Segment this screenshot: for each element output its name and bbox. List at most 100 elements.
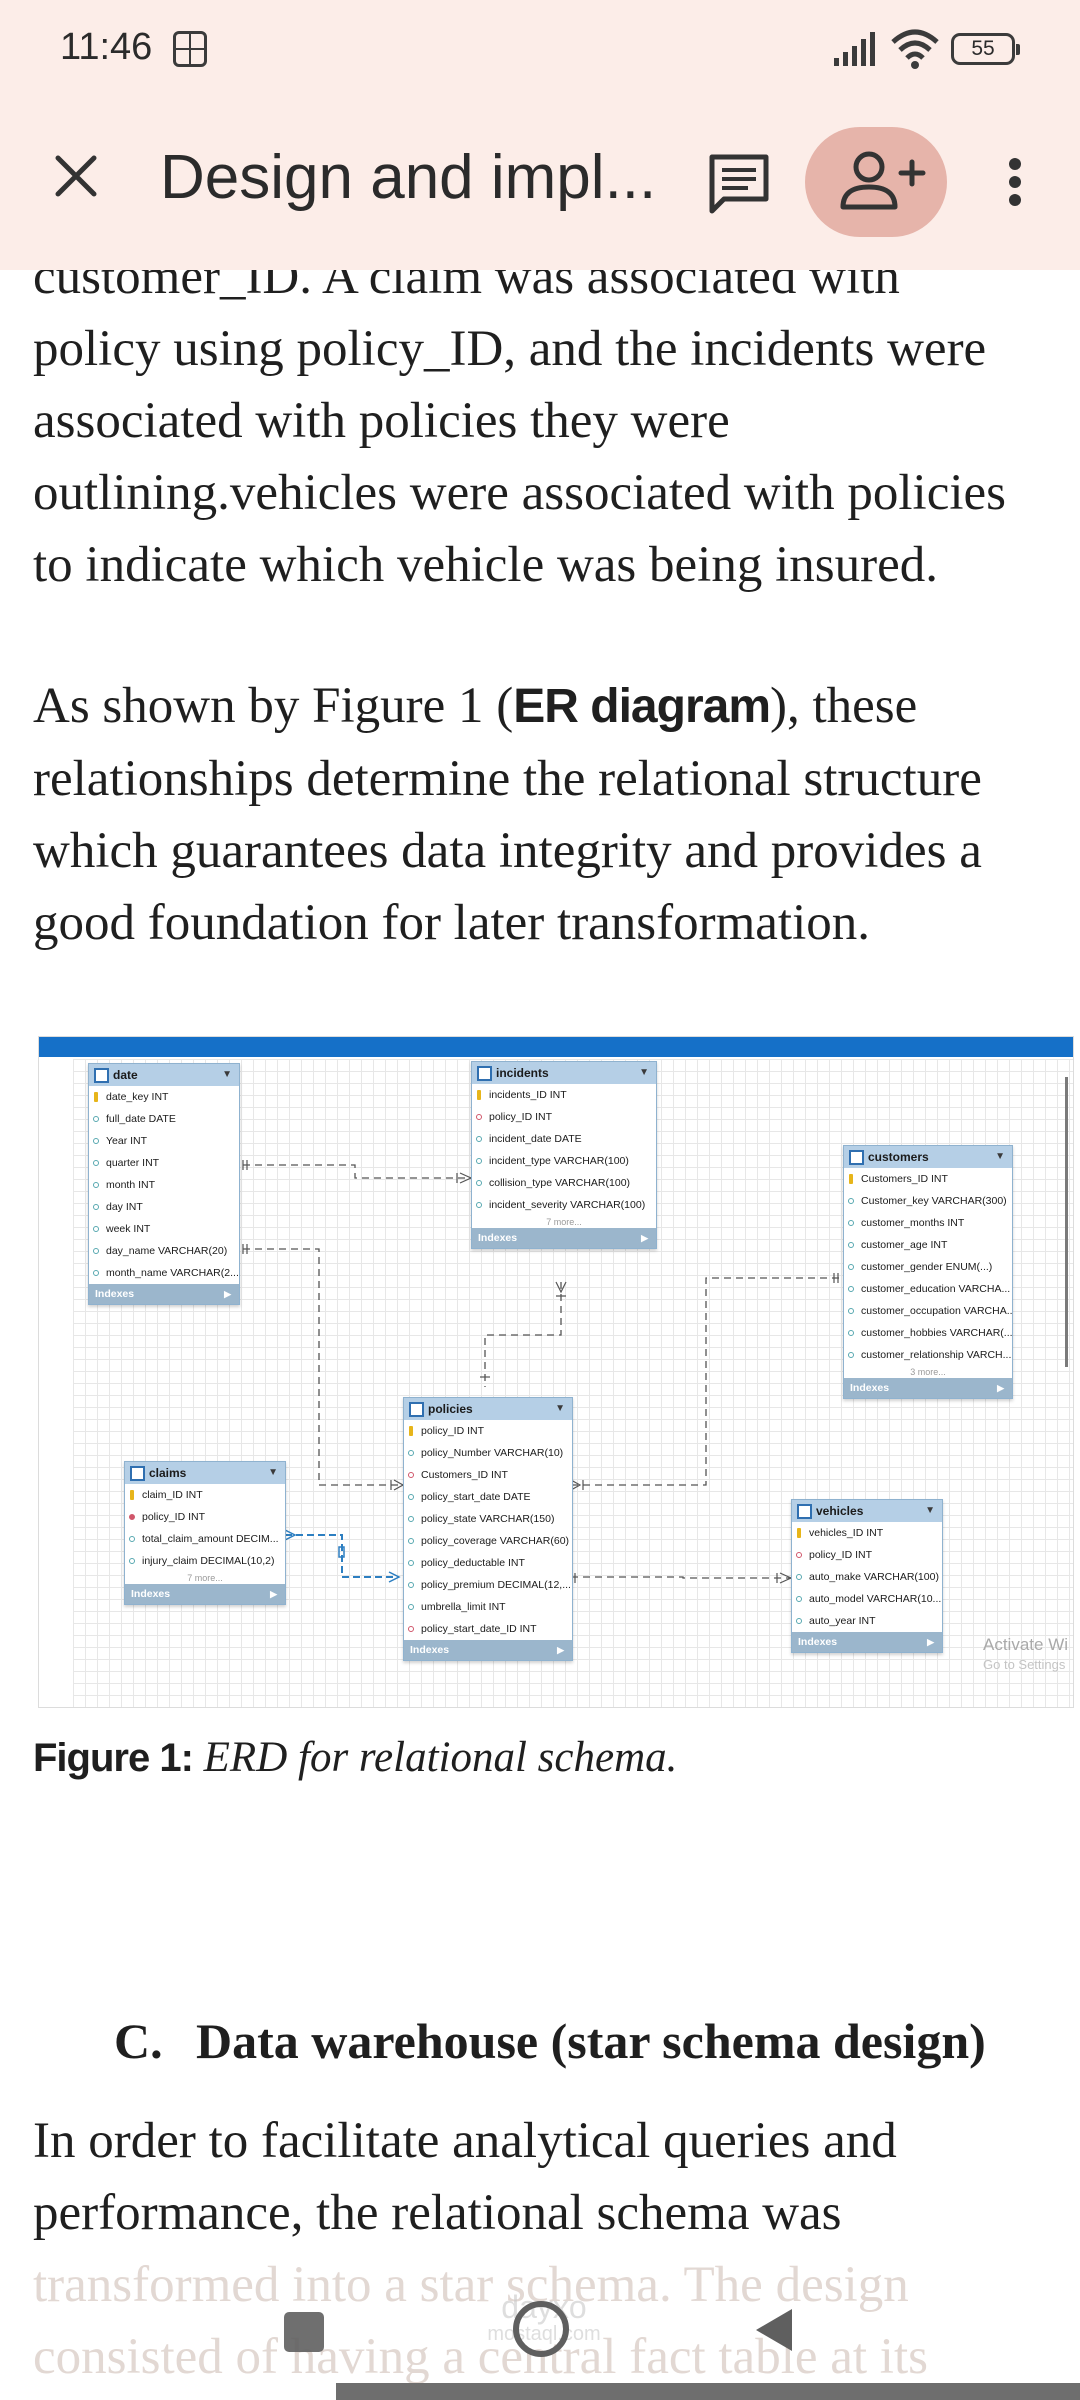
column-icon (848, 1242, 854, 1248)
table-indexes[interactable]: Indexes▶ (89, 1284, 239, 1304)
figure-caption: Figure 1: ERD for relational schema. (33, 1730, 677, 1786)
add-person-icon[interactable] (805, 127, 947, 237)
foreign-key-icon (129, 1514, 135, 1520)
watermark-line: Go to Settings (983, 1657, 1066, 1672)
primary-key-icon (130, 1490, 134, 1500)
close-icon[interactable] (40, 140, 112, 212)
text-line: to indicate which vehicle was being insu… (33, 537, 938, 593)
more-columns[interactable]: 7 more... (546, 1217, 582, 1227)
chevron-down-icon[interactable]: ▼ (555, 1403, 565, 1414)
close-button[interactable] (40, 140, 112, 212)
table-indexes[interactable]: Indexes▶ (472, 1228, 656, 1248)
column-icon (848, 1330, 854, 1336)
back-button[interactable] (752, 2305, 796, 2355)
gesture-bar[interactable] (336, 2383, 1080, 2400)
table-indexes[interactable]: Indexes▶ (125, 1584, 285, 1604)
erd-figure[interactable]: date▼ date_key INT full_date DATE Year I… (38, 1036, 1074, 1708)
column-icon (93, 1270, 99, 1276)
column-icon (476, 1202, 482, 1208)
column-row: policy_Number VARCHAR(10) (404, 1442, 572, 1464)
table-icon (797, 1504, 812, 1519)
more-vert-icon[interactable] (985, 140, 1045, 220)
expand-arrow-icon[interactable]: ▶ (224, 1289, 231, 1299)
more-options-button[interactable] (985, 140, 1045, 220)
column-icon (129, 1536, 135, 1542)
watermark-line: Activate Windows (983, 1635, 1069, 1654)
column-icon (408, 1450, 414, 1456)
expand-arrow-icon[interactable]: ▶ (997, 1383, 1004, 1393)
foreign-key-icon (476, 1114, 482, 1120)
primary-key-icon (849, 1174, 853, 1184)
chevron-down-icon[interactable]: ▼ (222, 1069, 232, 1080)
erd-table-vehicles[interactable]: vehicles▼ vehicles_ID INT policy_ID INT … (791, 1499, 943, 1653)
erd-table-policies[interactable]: policies▼ policy_ID INT policy_Number VA… (403, 1397, 573, 1661)
wifi-icon (891, 29, 939, 69)
paragraph-relationships: customer_ID. A claim was associated with… (33, 241, 1073, 601)
table-header[interactable]: vehicles▼ (792, 1500, 942, 1522)
table-icon (94, 1068, 109, 1083)
home-circle-icon[interactable] (508, 2296, 574, 2362)
recents-button[interactable] (284, 2312, 324, 2352)
table-indexes[interactable]: Indexes▶ (404, 1640, 572, 1660)
erd-table-date[interactable]: date▼ date_key INT full_date DATE Year I… (88, 1063, 240, 1305)
chevron-down-icon[interactable]: ▼ (925, 1505, 935, 1516)
chevron-down-icon[interactable]: ▼ (639, 1067, 649, 1078)
app-header: 11:46 55 Design and impl... (0, 0, 1080, 270)
column-icon (476, 1136, 482, 1142)
expand-arrow-icon[interactable]: ▶ (641, 1233, 648, 1243)
column-row: policy_deductable INT (404, 1552, 572, 1574)
erd-table-incidents[interactable]: incidents▼ incidents_ID INT policy_ID IN… (471, 1061, 657, 1249)
table-header[interactable]: policies▼ (404, 1398, 572, 1420)
table-header[interactable]: claims▼ (125, 1462, 285, 1484)
column-icon (848, 1264, 854, 1270)
column-row: umbrella_limit INT (404, 1596, 572, 1618)
column-icon (796, 1618, 802, 1624)
erd-table-customers[interactable]: customers▼ Customers_ID INT Customer_key… (843, 1145, 1013, 1399)
column-icon (848, 1308, 854, 1314)
more-columns[interactable]: 3 more... (910, 1367, 946, 1377)
column-row: month INT (89, 1174, 239, 1196)
column-row: full_date DATE (89, 1108, 239, 1130)
table-header[interactable]: customers ▼ (844, 1146, 1012, 1168)
table-header[interactable]: date▼ (89, 1064, 239, 1086)
column-row: Year INT (89, 1130, 239, 1152)
section-title: Data warehouse (star schema design) (196, 2013, 986, 2069)
text-line: policy using policy_ID, and the incident… (33, 321, 987, 377)
home-button[interactable] (508, 2296, 574, 2362)
column-icon (129, 1558, 135, 1564)
column-row: policy_coverage VARCHAR(60) (404, 1530, 572, 1552)
primary-key-icon (409, 1426, 413, 1436)
column-row: customer_education VARCHA... (844, 1278, 1012, 1300)
text-line: transformed into a star schema. The desi… (33, 2257, 909, 2313)
chevron-down-icon[interactable]: ▼ (268, 1467, 278, 1478)
diagram-scrollbar[interactable] (1065, 1077, 1068, 1367)
table-header[interactable]: incidents▼ (472, 1062, 656, 1084)
expand-arrow-icon[interactable]: ▶ (270, 1589, 277, 1599)
column-icon (848, 1352, 854, 1358)
table-indexes[interactable]: Indexes▶ (792, 1632, 942, 1652)
er-diagram-link[interactable]: ER diagram (513, 680, 771, 733)
column-icon (93, 1248, 99, 1254)
table-name: customers (868, 1150, 929, 1164)
column-icon (848, 1286, 854, 1292)
comment-button[interactable] (700, 145, 778, 223)
chevron-down-icon[interactable]: ▼ (995, 1151, 1005, 1162)
expand-arrow-icon[interactable]: ▶ (557, 1645, 564, 1655)
link-date-policies (243, 1248, 403, 1486)
share-button[interactable] (805, 127, 947, 237)
comment-icon[interactable] (700, 145, 778, 223)
column-row: auto_make VARCHAR(100) (792, 1566, 942, 1588)
table-indexes[interactable]: Indexes▶ (844, 1378, 1012, 1398)
text-line: relationships determine the relational s… (33, 751, 982, 807)
expand-arrow-icon[interactable]: ▶ (927, 1637, 934, 1647)
column-row: policy_start_date DATE (404, 1486, 572, 1508)
caption-text: ERD for relational schema. (203, 1734, 678, 1781)
primary-key-icon (797, 1528, 801, 1538)
link-incidents-policies (484, 1282, 562, 1387)
more-columns[interactable]: 7 more... (187, 1573, 223, 1583)
document-title[interactable]: Design and impl... (160, 143, 657, 212)
column-row: incident_type VARCHAR(100) (472, 1150, 656, 1172)
erd-table-claims[interactable]: claims▼ claim_ID INT policy_ID INT total… (124, 1461, 286, 1605)
column-icon (93, 1226, 99, 1232)
column-row: policy_state VARCHAR(150) (404, 1508, 572, 1530)
